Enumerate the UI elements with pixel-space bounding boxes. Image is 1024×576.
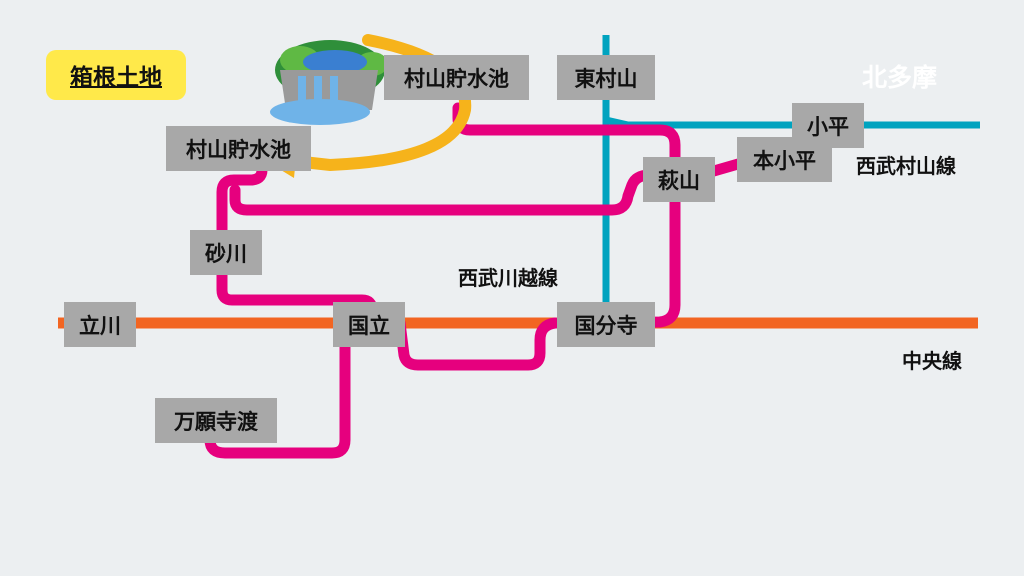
station-sunagawa: 砂川 bbox=[190, 230, 262, 275]
station-hagiyama: 萩山 bbox=[643, 157, 715, 202]
station-mangan: 万願寺渡 bbox=[155, 398, 277, 443]
line-label-seibu-murayama: 西武村山線 bbox=[856, 154, 956, 178]
region-label: 北多摩 bbox=[862, 63, 938, 92]
dam-reservoir-icon bbox=[270, 40, 388, 125]
brand-label: 箱根土地 bbox=[70, 65, 162, 91]
line-label-chuo: 中央線 bbox=[902, 349, 962, 373]
brand-badge: 箱根土地 bbox=[46, 50, 186, 100]
station-kunitachi: 国立 bbox=[333, 302, 405, 347]
station-murayama-chosui: 村山貯水池 bbox=[166, 126, 311, 171]
station-tachikawa: 立川 bbox=[64, 302, 136, 347]
line-label-seibu-kawagoe: 西武川越線 bbox=[458, 266, 558, 290]
station-kokubunji: 国分寺 bbox=[557, 302, 655, 347]
station-higashimurayama: 東村山 bbox=[557, 55, 655, 100]
station-honkodaira: 本小平 bbox=[737, 137, 832, 182]
station-murayama-chosui-top: 村山貯水池 bbox=[384, 55, 529, 100]
